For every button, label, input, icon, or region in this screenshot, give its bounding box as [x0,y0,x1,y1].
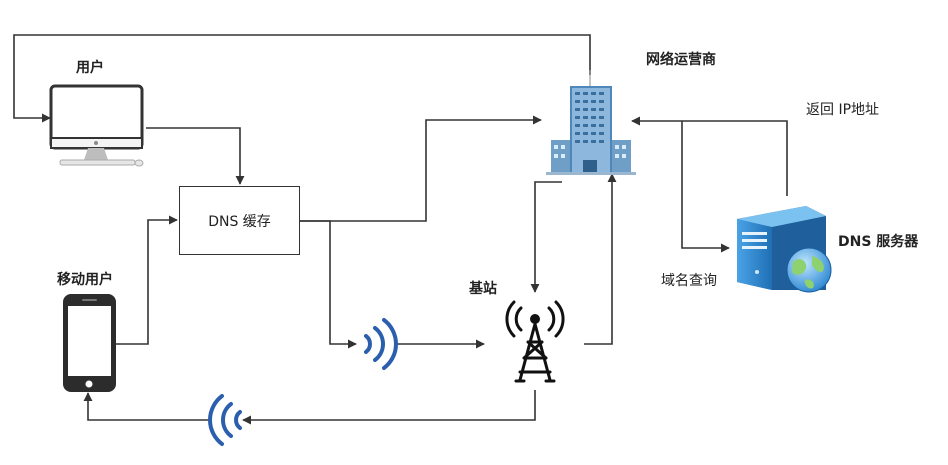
domain-query-label: 域名查询 [661,273,717,289]
desktop-monitor-icon [49,84,144,167]
base-station-label: 基站 [469,281,497,297]
edge-cache-to-isp [300,115,542,222]
return-ip-label: 返回 IP地址 [806,102,880,118]
edge-isp-to-server [681,121,730,253]
isp-label: 网络运营商 [646,52,716,68]
dns-cache-box: DNS 缓存 [179,186,300,255]
wireless-signal-icon [364,318,398,370]
wireless-signal-icon [208,394,242,446]
server-globe-icon [737,206,832,293]
edge-tower-to-signal2 [242,390,536,425]
smartphone-icon [63,294,116,392]
dns-server-label: DNS 服务器 [838,234,919,250]
user-label: 用户 [76,60,104,76]
edge-isp-to-tower [530,181,562,293]
edge-isp-to-user [13,34,591,123]
edge-cache-to-signal [300,220,357,349]
connectors [13,34,788,425]
edge-tower-to-isp [584,173,617,345]
edge-signal2-to-mobile [83,392,210,421]
office-building-icon [546,70,636,175]
edge-server-to-isp [631,116,788,196]
edge-user-to-cache [146,127,245,185]
mobile-user-label: 移动用户 [57,272,113,288]
cell-tower-icon [505,300,565,383]
edge-mobile-to-cache [116,215,178,345]
dns-cache-label: DNS 缓存 [208,213,271,230]
